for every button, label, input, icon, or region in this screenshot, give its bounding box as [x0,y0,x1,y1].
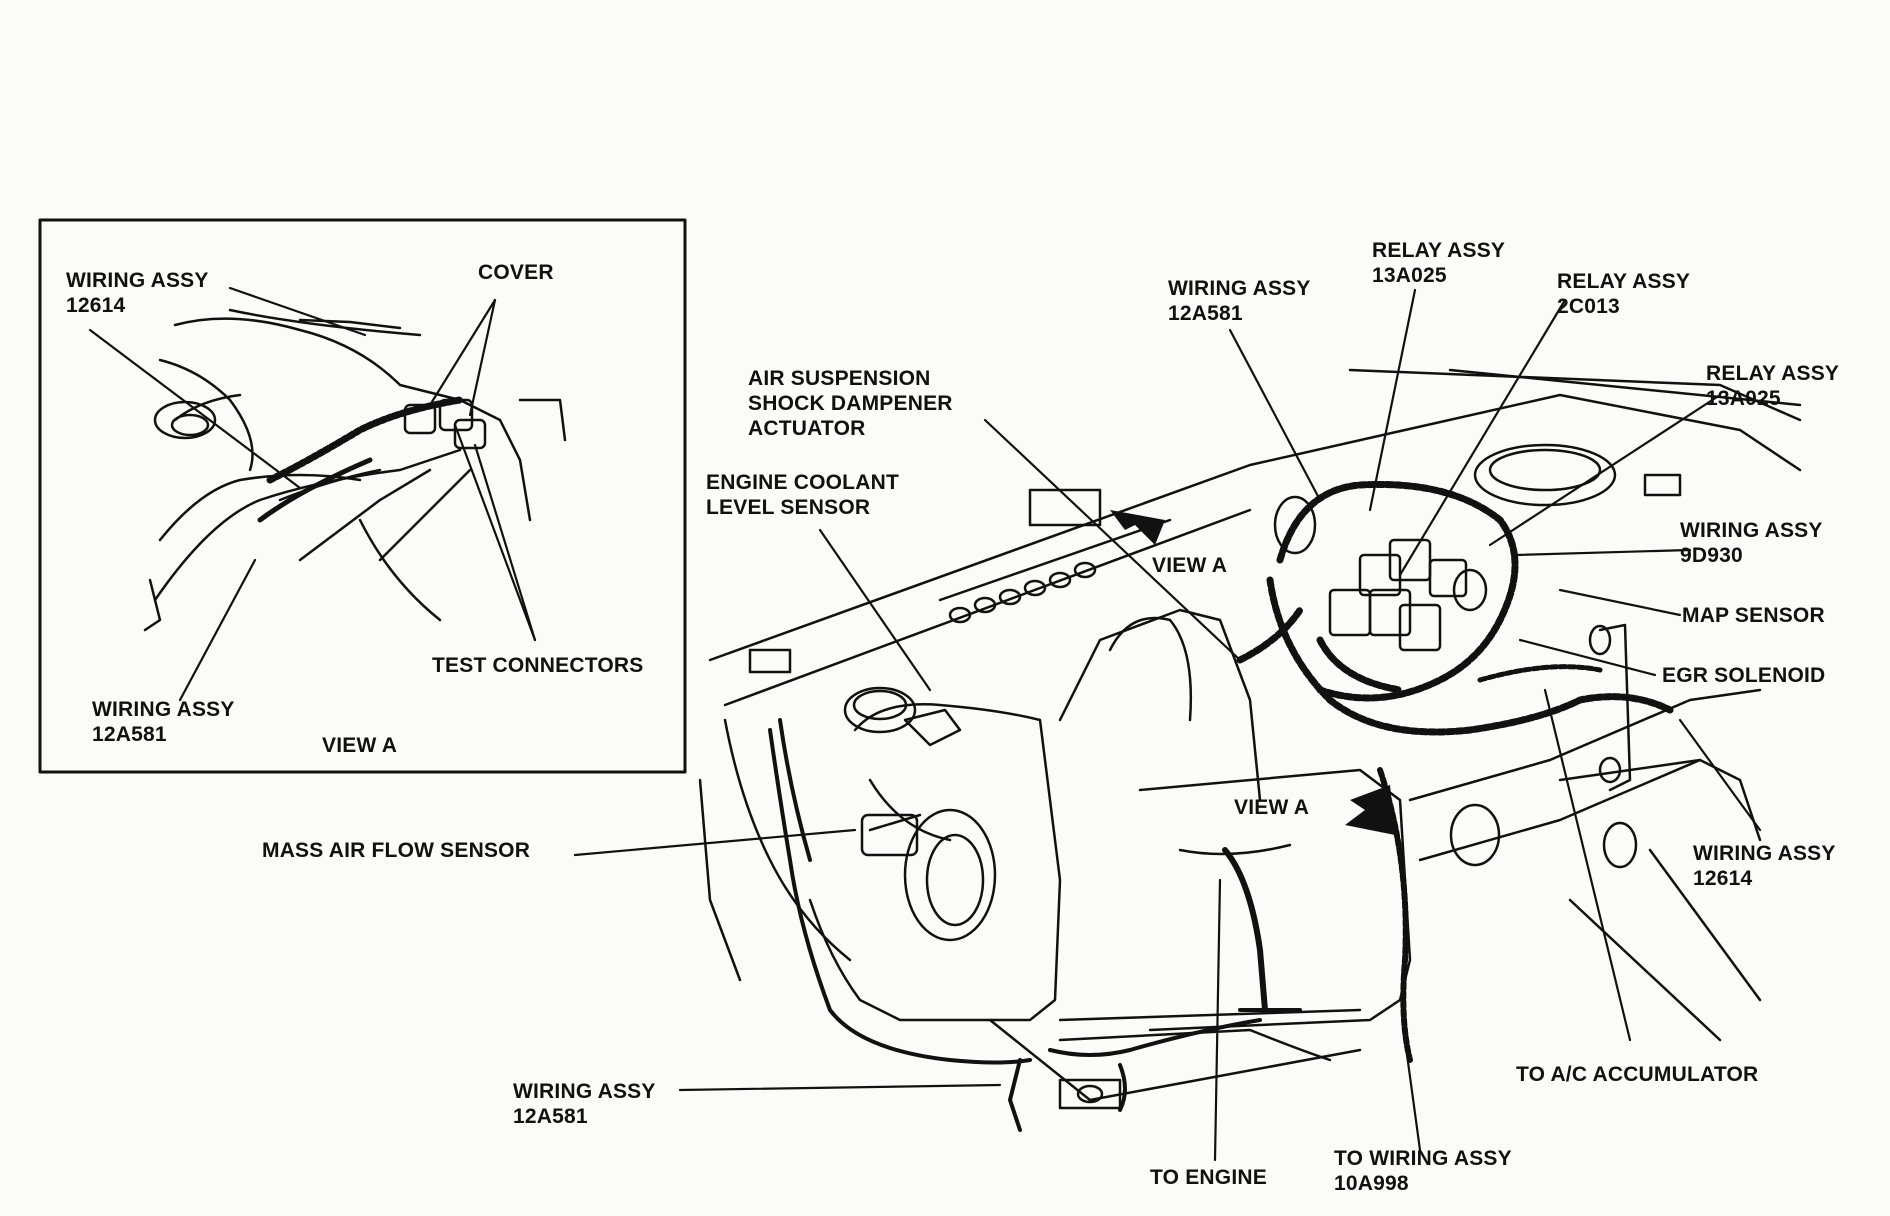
label-cover: COVER [478,261,554,284]
secondary-harness [768,718,1302,1132]
label-wiring-assy-12a581-bottom: WIRING ASSY 12A581 [513,1080,656,1128]
label-wiring-assy-12614-right: WIRING ASSY 12614 [1693,842,1836,890]
label-egr-solenoid: EGR SOLENOID [1662,664,1826,687]
label-view-a-upper: VIEW A [1152,554,1228,577]
label-wiring-assy-12a581-inset: WIRING ASSY 12A581 [92,698,235,746]
label-to-ac-accumulator: TO A/C ACCUMULATOR [1516,1063,1759,1086]
view-a-arrows [1110,510,1395,835]
main-sketch [698,368,1802,1110]
inset-sketch [143,308,567,632]
label-relay-assy-13a025-top: RELAY ASSY 13A025 [1372,239,1506,287]
label-wiring-assy-9d930: WIRING ASSY 9D930 [1680,519,1823,567]
label-mass-air-flow-sensor: MASS AIR FLOW SENSOR [262,839,531,862]
main-leader-lines [573,288,1762,1162]
label-to-wiring-assy-10a998: TO WIRING ASSY 10A998 [1334,1147,1512,1195]
view-a-arrow-upper [1110,510,1165,545]
label-wiring-assy-12a581-top: WIRING ASSY 12A581 [1168,277,1311,325]
inset-leader-lines [88,286,537,702]
label-wiring-assy-12614-inset: WIRING ASSY 12614 [66,269,209,317]
label-view-a-lower: VIEW A [1234,796,1310,819]
view-a-arrow-lower [1345,785,1395,835]
inset-frame [38,218,687,774]
label-air-suspension-actuator: AIR SUSPENSION SHOCK DAMPENER ACTUATOR [748,367,953,440]
label-map-sensor: MAP SENSOR [1682,604,1825,627]
label-engine-coolant-level-sensor: ENGINE COOLANT LEVEL SENSOR [706,471,899,519]
label-to-engine: TO ENGINE [1150,1166,1267,1189]
main-harness [1236,480,1674,1063]
label-relay-assy-13a025-right: RELAY ASSY 13A025 [1706,362,1840,410]
inset-title: VIEW A [322,734,398,757]
label-test-connectors: TEST CONNECTORS [432,654,644,677]
label-relay-assy-2c013: RELAY ASSY 2C013 [1557,270,1691,318]
